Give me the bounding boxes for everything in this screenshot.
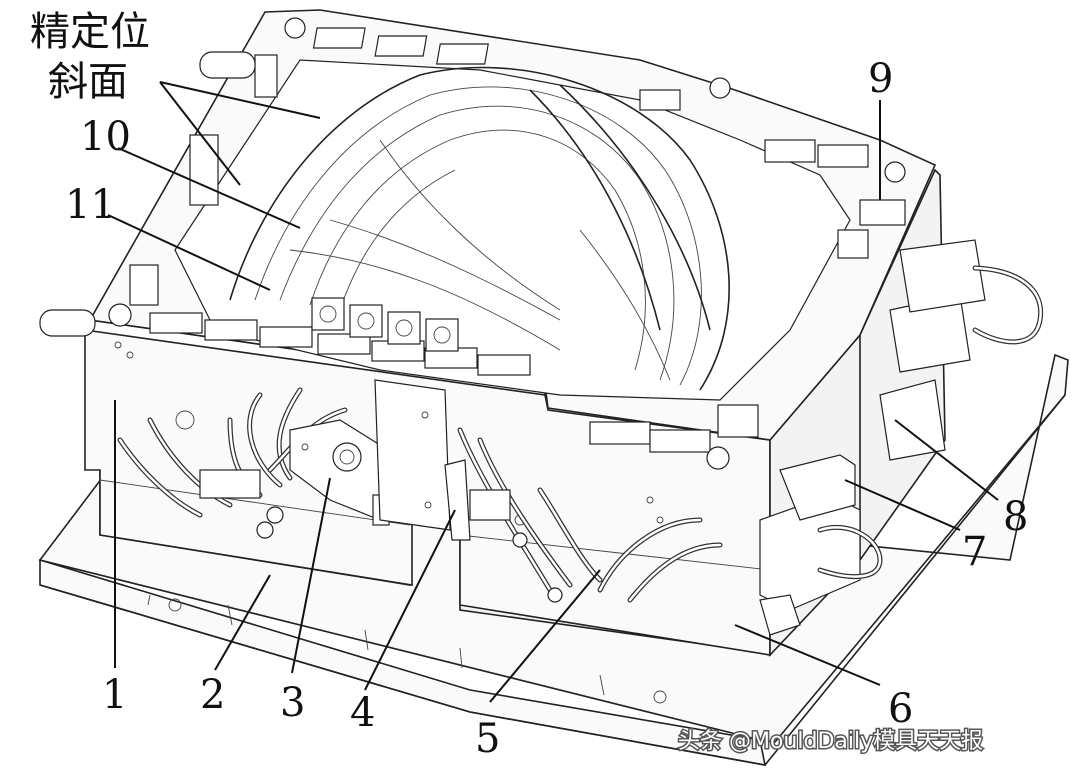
label-fine-positioning-line2: 斜面 [48, 59, 128, 105]
guide-cylinders [39, 51, 256, 337]
cooling-hoses-left [117, 387, 348, 539]
label-4: 4 [350, 690, 375, 736]
label-11: 11 [65, 182, 116, 228]
label-8: 8 [1003, 494, 1028, 540]
watermark-text: 头条 @MouldDaily模具天天报 [678, 729, 983, 754]
vent-blocks [311, 297, 459, 352]
part-4-bar [374, 379, 471, 541]
label-6: 6 [888, 686, 913, 732]
leader-lines [107, 81, 999, 703]
right-side-units [759, 239, 1044, 636]
label-5: 5 [475, 716, 500, 762]
callout-labels: 精定位 斜面 10 11 9 8 7 6 5 4 3 2 1 [30, 9, 1028, 762]
label-fine-positioning-line1: 精定位 [30, 9, 150, 55]
label-2: 2 [200, 672, 225, 718]
label-1: 1 [102, 672, 127, 718]
label-9: 9 [868, 56, 893, 102]
cooling-hoses-right [457, 427, 723, 603]
label-7: 7 [962, 529, 987, 575]
label-10: 10 [80, 114, 131, 160]
label-3: 3 [280, 680, 305, 726]
mould-top-surface [88, 9, 937, 470]
